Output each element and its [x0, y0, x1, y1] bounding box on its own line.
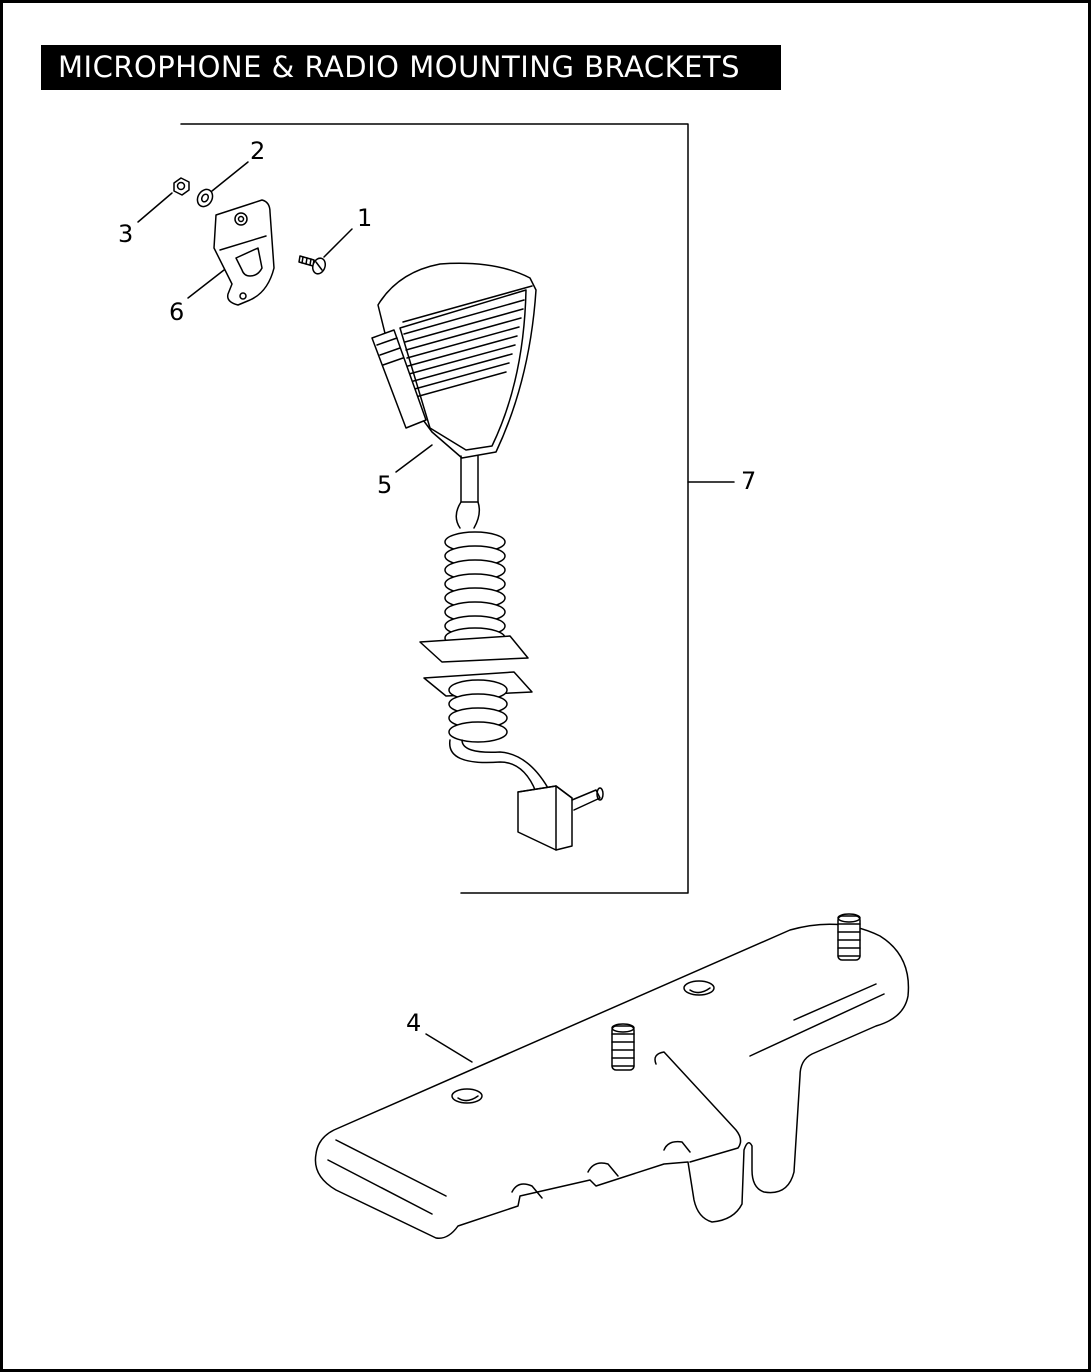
microphone-clip-icon — [187, 199, 275, 306]
callout-1: 1 — [357, 204, 372, 232]
nut-icon — [137, 177, 190, 223]
kit-group-bracket — [180, 123, 735, 894]
page-title: MICROPHONE & RADIO MOUNTING BRACKETS — [41, 45, 781, 90]
callout-2: 2 — [250, 137, 265, 165]
callout-7: 7 — [741, 467, 756, 495]
washer-icon — [196, 161, 249, 208]
callout-4: 4 — [406, 1009, 421, 1037]
callout-6: 6 — [169, 298, 184, 326]
microphone-icon — [371, 262, 604, 851]
callout-5: 5 — [377, 471, 392, 499]
radio-mounting-bracket-icon — [314, 913, 910, 1239]
callout-3: 3 — [118, 220, 133, 248]
screw-icon — [298, 228, 353, 275]
